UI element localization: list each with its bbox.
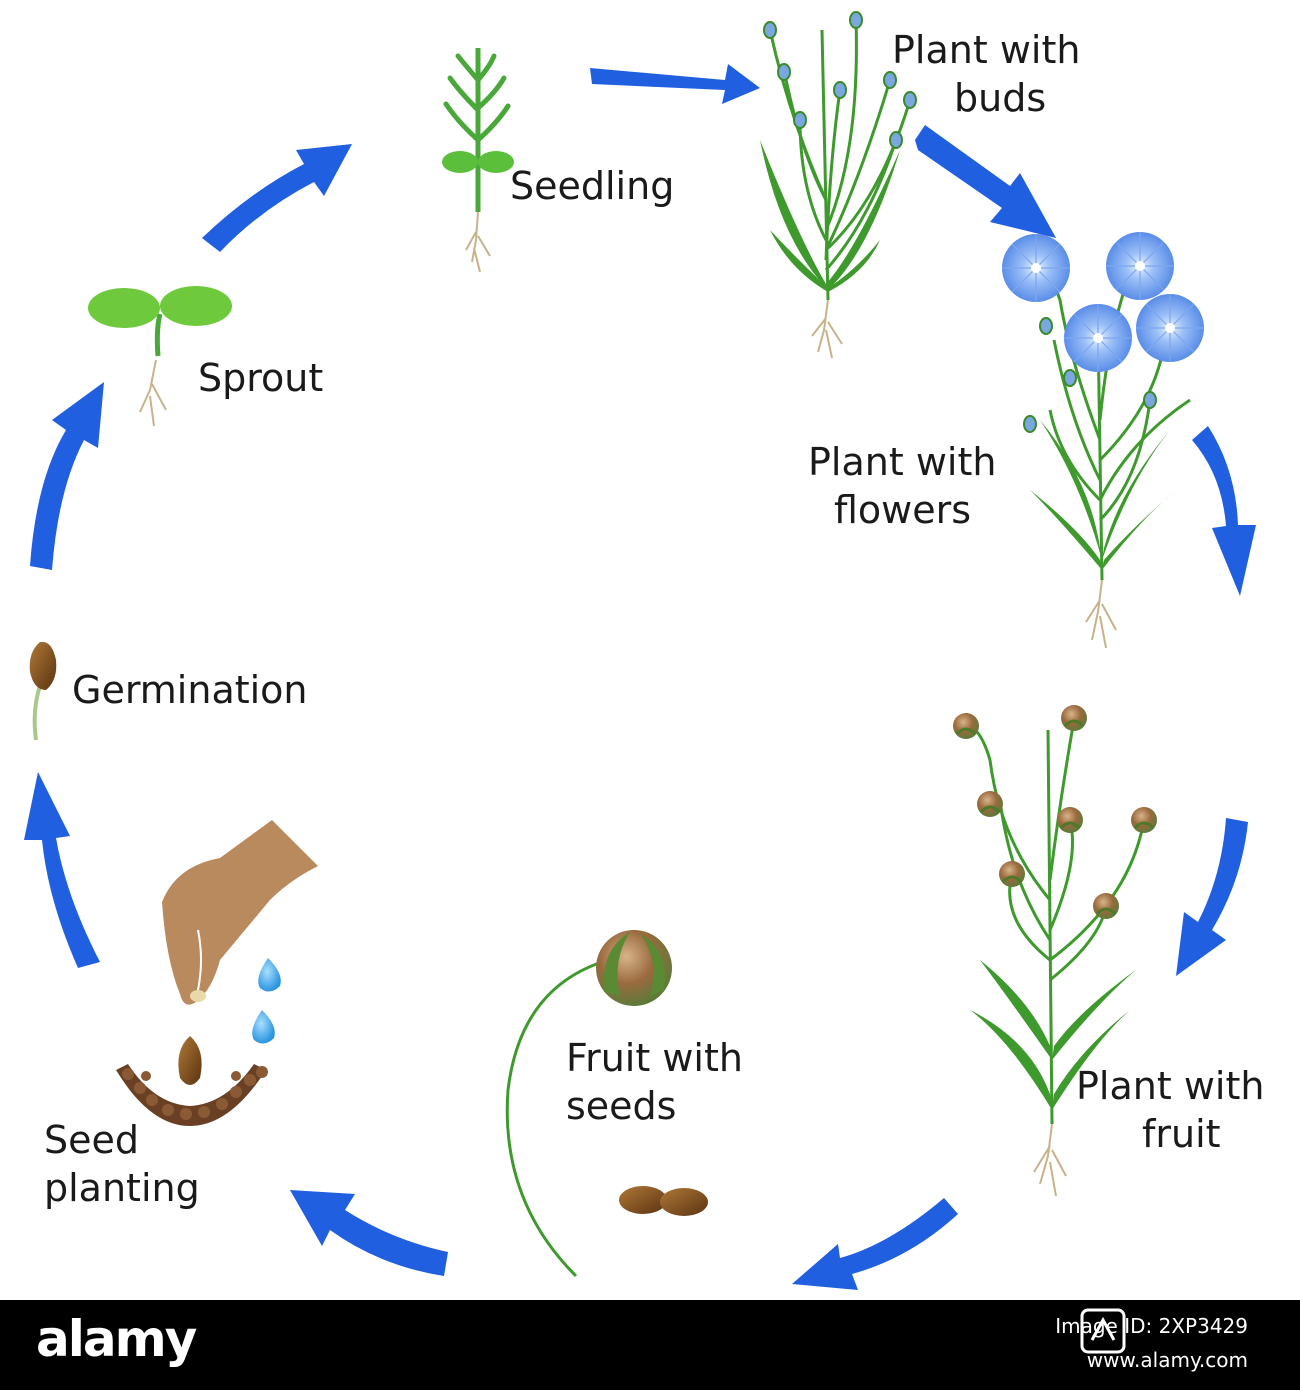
arrow-icon xyxy=(915,125,1056,238)
sprout-label: Sprout xyxy=(198,356,324,400)
plant-buds-icon xyxy=(760,11,917,359)
arrow-icon xyxy=(590,64,760,104)
flowers-label-line1: Plant with xyxy=(808,440,997,484)
label-seedling: Seedling xyxy=(510,162,674,210)
plant-fruit-icon xyxy=(951,703,1159,1197)
label-seed-planting: Seed planting xyxy=(44,1116,200,1212)
seeds-label-line2: seeds xyxy=(566,1084,677,1128)
arrow-icon xyxy=(1176,818,1248,976)
flowers-label-line2: flowers xyxy=(834,488,972,532)
alamy-logo: alamy xyxy=(36,1310,197,1368)
life-cycle-diagram: Seedling Plant with buds Sprout Plant wi… xyxy=(24,11,1265,1290)
seed-planting-icon xyxy=(116,820,318,1126)
seedling-label: Seedling xyxy=(510,164,675,208)
label-sprout: Sprout xyxy=(198,354,323,402)
arrow-icon xyxy=(290,1190,448,1276)
label-plant-with-fruit: Plant with fruit xyxy=(1076,1062,1264,1158)
arrow-icon xyxy=(30,382,104,570)
label-plant-with-flowers: Plant with flowers xyxy=(808,438,996,534)
planting-label-line2: planting xyxy=(44,1166,200,1210)
arrow-icon xyxy=(1192,426,1256,596)
fruit-seeds-icon xyxy=(505,930,708,1278)
alamy-mark-icon xyxy=(1080,1308,1126,1354)
arrow-icon xyxy=(792,1198,958,1290)
sprout-icon xyxy=(88,286,232,427)
plant-flowers-icon xyxy=(1001,231,1205,649)
germination-icon xyxy=(29,641,57,741)
fruit-label-line1: Plant with xyxy=(1076,1064,1265,1108)
label-germination: Germination xyxy=(72,666,308,714)
fruit-label-line2: fruit xyxy=(1142,1112,1221,1156)
germination-label: Germination xyxy=(72,668,308,712)
image-url: www.alamy.com xyxy=(1086,1348,1248,1372)
image-id: Image ID: 2XP3429 xyxy=(1055,1314,1248,1338)
buds-label-line1: Plant with xyxy=(892,28,1081,72)
seeds-label-line1: Fruit with xyxy=(566,1036,743,1080)
planting-label-line1: Seed xyxy=(44,1118,139,1162)
label-fruit-with-seeds: Fruit with seeds xyxy=(566,1034,743,1130)
arrow-icon xyxy=(202,144,352,252)
label-plant-with-buds: Plant with buds xyxy=(892,26,1080,122)
watermark-footer: alamy Image ID: 2XP3429 www.alamy.com xyxy=(0,1300,1300,1390)
buds-label-line2: buds xyxy=(954,76,1047,120)
arrow-icon xyxy=(24,772,100,968)
seedling-icon xyxy=(442,48,514,273)
